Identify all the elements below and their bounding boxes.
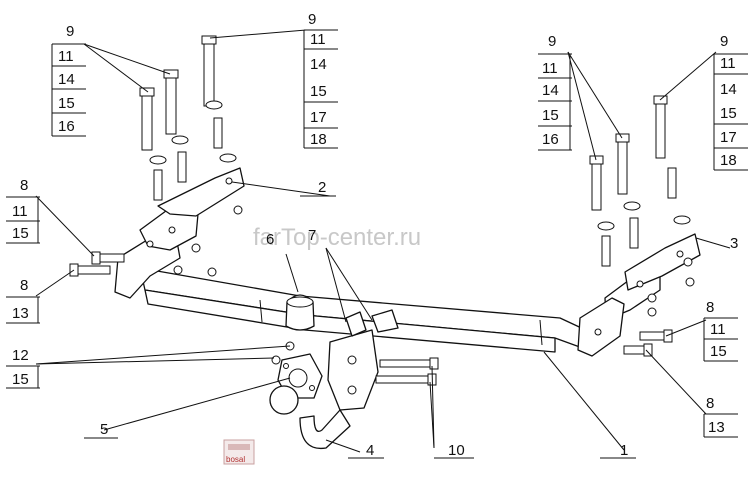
stack-label: 11 [542,60,558,77]
stack-label: 8 [20,277,28,294]
stack-right-a: 8 11 15 [703,299,738,362]
callout-4: 4 [366,442,374,459]
stack-label: 15 [310,83,327,100]
stack-label: 17 [720,129,737,146]
callout-10: 10 [448,442,465,459]
stack-left-c: 12 15 [6,347,40,389]
left-bracket [114,167,245,299]
callout-5: 5 [100,421,108,438]
stack-label: 15 [542,107,559,124]
stack-label: 9 [66,23,74,40]
callout-7: 7 [308,227,316,244]
callout-1: 1 [620,442,628,459]
stack-label: 16 [58,118,75,135]
stack-label: 11 [58,48,74,65]
stack-top-right-1: 9 11 14 15 16 [538,33,572,151]
callout-6: 6 [266,231,274,248]
stack-label: 14 [542,82,559,99]
stack-label: 18 [310,131,327,148]
stack-top-right-2: 9 11 14 15 17 18 [713,33,748,171]
right-bracket [577,233,701,357]
stack-label: 8 [706,395,714,412]
stack-label: 14 [310,56,327,73]
bosal-logo: bosal [223,439,255,465]
stack-label: 11 [720,55,736,72]
stack-label: 11 [12,203,28,220]
stack-label: 17 [310,109,327,126]
stack-left-b: 8 13 [6,277,40,324]
stack-top-left: 9 11 14 15 16 [51,23,86,137]
stack-label: 15 [12,225,29,242]
stack-label: 9 [720,33,728,50]
center-plate [327,309,399,411]
ball-cap [285,294,315,331]
leader-lines [35,29,731,453]
part-callouts: 1 2 3 4 5 6 7 10 [84,179,738,459]
bolt-group-top-left [139,35,237,201]
stack-label: 13 [12,305,29,322]
watermark: farTop-center.ru [253,224,421,251]
stack-label: 16 [542,131,559,148]
stack-label: 15 [12,371,29,388]
tow-ball [269,385,351,450]
callout-3: 3 [730,235,738,252]
stack-label: 11 [310,31,326,48]
side-bolts-right [623,257,695,357]
stack-label: 18 [720,152,737,169]
stack-label: 14 [58,71,75,88]
stack-top-mid: 9 11 14 15 17 18 [303,11,338,149]
stack-label: 11 [710,321,726,338]
stack-right-b: 8 13 [703,395,738,438]
badge-text: bosal [226,455,245,464]
bolt-group-top-right [589,95,691,267]
stack-label: 12 [12,347,29,364]
stack-label: 13 [708,419,725,436]
stack-label: 15 [720,105,737,122]
stack-label: 9 [308,11,316,28]
stack-label: 8 [20,177,28,194]
stack-label: 8 [706,299,714,316]
stack-label: 14 [720,81,737,98]
stack-label: 15 [710,343,727,360]
stack-label: 9 [548,33,556,50]
stack-left-a: 8 11 15 [6,177,40,244]
callout-2: 2 [318,179,326,196]
stack-label: 15 [58,95,75,112]
